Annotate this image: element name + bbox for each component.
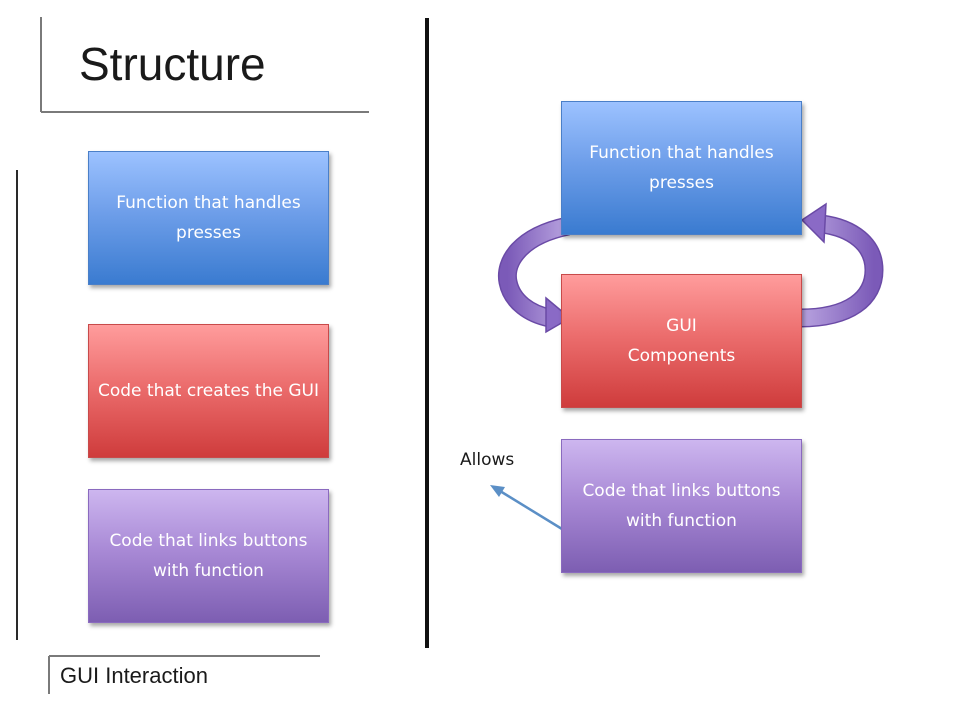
right-link-code-box: Code that links buttons with function bbox=[561, 439, 802, 573]
allows-label: Allows bbox=[460, 450, 515, 470]
cycle-arrow-left bbox=[497, 216, 572, 334]
allows-pointer-arrow bbox=[490, 485, 563, 531]
footer-label: GUI Interaction bbox=[60, 663, 208, 688]
left-function-box: Function that handles presses bbox=[88, 151, 329, 285]
slide-title: Structure bbox=[79, 38, 266, 90]
right-gui-components-box: GUI Components bbox=[561, 274, 802, 408]
right-function-box: Function that handles presses bbox=[561, 101, 802, 235]
left-gui-code-box: Code that creates the GUI bbox=[88, 324, 329, 458]
footer-bracket bbox=[48, 655, 320, 694]
cycle-arrow-right bbox=[799, 202, 884, 328]
title-bracket bbox=[40, 17, 369, 113]
left-link-code-box: Code that links buttons with function bbox=[88, 489, 329, 623]
